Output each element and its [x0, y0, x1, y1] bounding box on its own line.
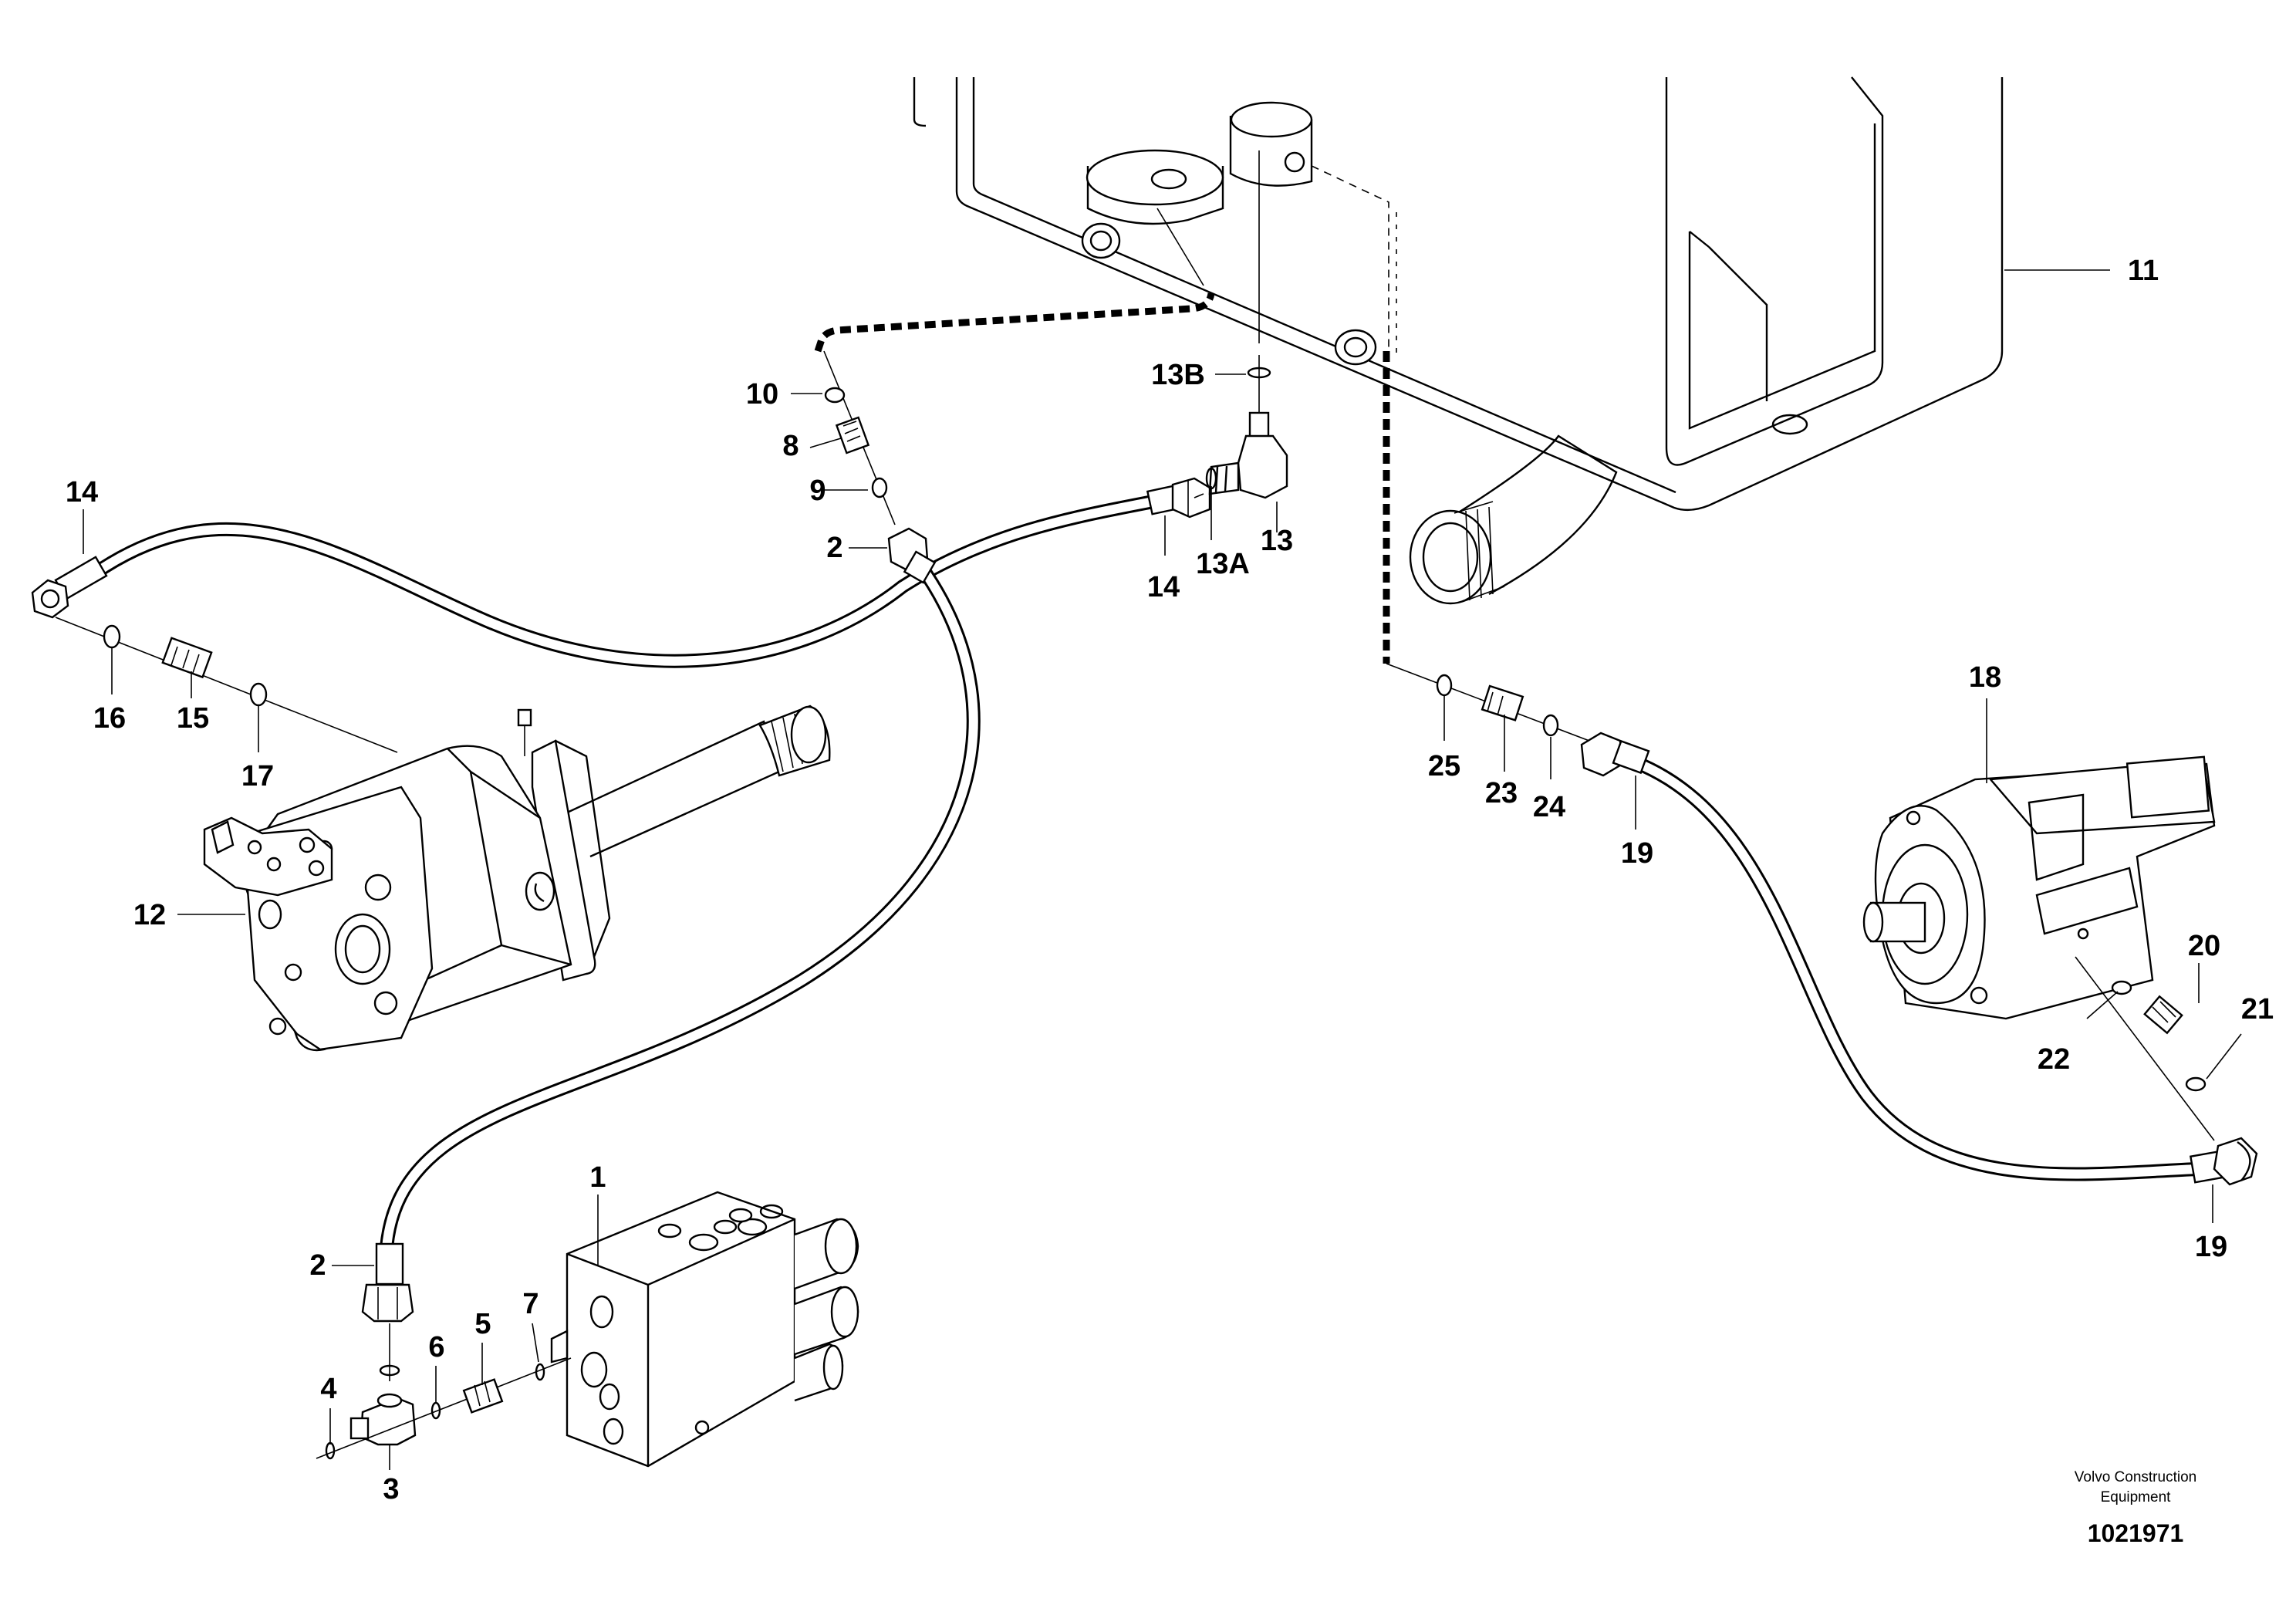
- callout-10: 10: [746, 378, 778, 411]
- callout-11: 11: [2128, 255, 2159, 287]
- callout-20: 20: [2188, 930, 2220, 962]
- hydraulic-tank: [913, 76, 2110, 605]
- fittings-23-24-25: [1386, 663, 1590, 742]
- callout-14: 14: [66, 476, 98, 509]
- callout-3: 3: [383, 1473, 399, 1505]
- callout-12: 12: [133, 899, 166, 931]
- callout-labels: 1 2 2 3 4 5 6 7 8 9 10 11 12 13 13A 13B …: [66, 255, 2274, 1505]
- fittings-15-16-17: [55, 617, 398, 753]
- leader-lines: [83, 373, 2242, 1470]
- callout-25: 25: [1428, 750, 1460, 782]
- callout-18: 18: [1969, 661, 2001, 694]
- callout-22: 22: [2038, 1043, 2070, 1076]
- callout-13b: 13B: [1151, 359, 1205, 391]
- callout-24: 24: [1533, 791, 1565, 823]
- callout-6: 6: [428, 1331, 444, 1363]
- pump-18: [1862, 698, 2216, 1020]
- hose-14: [31, 477, 1211, 668]
- callout-14: 14: [1147, 571, 1180, 603]
- footer-credit: Volvo Construction Equipment 1021971: [2075, 1469, 2196, 1547]
- elbow-13: [1194, 150, 1288, 532]
- pump-assembly: [177, 705, 831, 1052]
- callout-13a: 13A: [1196, 548, 1250, 580]
- credit-line-2: Equipment: [2101, 1489, 2172, 1505]
- callout-19: 19: [2195, 1231, 2227, 1263]
- callout-1: 1: [589, 1161, 606, 1194]
- fittings-8-9-10: [823, 350, 896, 525]
- callout-7: 7: [522, 1288, 539, 1320]
- callout-19: 19: [1621, 837, 1653, 870]
- callout-9: 9: [809, 475, 826, 507]
- credit-line-1: Volvo Construction: [2075, 1469, 2196, 1485]
- callout-13: 13: [1261, 525, 1293, 557]
- document-number: 1021971: [2088, 1519, 2184, 1547]
- callout-21: 21: [2241, 993, 2274, 1026]
- callout-2: 2: [309, 1249, 326, 1282]
- callout-8: 8: [782, 430, 799, 462]
- callout-5: 5: [474, 1308, 491, 1340]
- callout-17: 17: [241, 760, 274, 792]
- fittings-3-to-7: [316, 1323, 572, 1460]
- callout-16: 16: [93, 702, 126, 735]
- hose-2: [361, 527, 981, 1323]
- fittings-20-21-22: [2075, 956, 2215, 1141]
- callout-23: 23: [1485, 777, 1518, 809]
- callout-2: 2: [826, 532, 842, 564]
- callout-4: 4: [320, 1373, 336, 1405]
- hose-19: [1580, 732, 2258, 1186]
- callout-15: 15: [177, 702, 209, 735]
- valve-block: [550, 1191, 859, 1468]
